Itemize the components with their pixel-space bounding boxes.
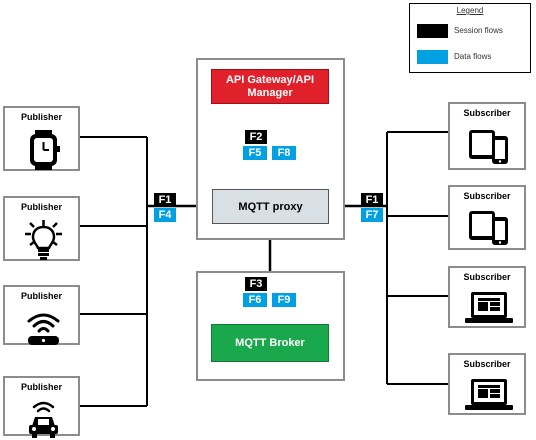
api-gateway-label: API Gateway/API Manager: [225, 73, 315, 99]
connected-car-icon: [29, 401, 58, 438]
publisher-node-4[interactable]: Publisher: [3, 376, 80, 438]
legend-session-label: Session flows: [454, 26, 503, 35]
publisher-label: Publisher: [20, 382, 62, 392]
laptop-icon: [465, 379, 513, 410]
subscriber-label: Subscriber: [463, 272, 511, 282]
subscriber-node-4[interactable]: Subscriber: [448, 353, 526, 415]
wifi-router-icon: [27, 313, 60, 345]
flow-tag-right-data: F7: [361, 208, 383, 222]
data-flow-swatch: [417, 50, 448, 64]
flow-tag-up-data-a: F5: [243, 146, 267, 160]
laptop-icon: [465, 292, 513, 323]
flow-tag-left-session: F1: [154, 193, 176, 207]
subscriber-label: Subscriber: [463, 108, 511, 118]
flow-tag-left-data: F4: [154, 208, 176, 222]
subscriber-node-2[interactable]: Subscriber: [448, 185, 526, 250]
subscriber-label: Subscriber: [463, 191, 511, 201]
devices-icon: [469, 211, 508, 245]
legend-title: Legend: [456, 6, 484, 15]
publisher-node-1[interactable]: Publisher: [3, 106, 80, 171]
api-gateway-node[interactable]: API Gateway/API Manager: [211, 69, 329, 104]
flow-tag-up-session: F2: [245, 130, 267, 144]
mqtt-broker-label: MQTT Broker: [235, 337, 305, 349]
mqtt-proxy-label: MQTT proxy: [238, 200, 303, 213]
flow-tag-down-session: F3: [245, 277, 267, 291]
publisher-label: Publisher: [20, 202, 62, 212]
devices-icon: [469, 130, 508, 164]
session-flow-swatch: [417, 24, 448, 38]
flow-tag-down-data-a: F6: [243, 293, 267, 307]
smartwatch-icon: [30, 130, 60, 170]
flow-tag-up-data-b: F8: [272, 146, 296, 160]
subscriber-node-3[interactable]: Subscriber: [448, 266, 526, 328]
publisher-node-3[interactable]: Publisher: [3, 285, 80, 345]
flow-tag-right-session: F1: [361, 193, 383, 207]
flow-tag-down-data-b: F9: [272, 293, 296, 307]
legend-box: Legend Session flows Data flows: [409, 3, 531, 73]
publisher-label: Publisher: [20, 291, 62, 301]
mqtt-broker-node[interactable]: MQTT Broker: [211, 324, 329, 362]
subscriber-node-1[interactable]: Subscriber: [448, 102, 526, 170]
publisher-node-2[interactable]: Publisher: [3, 196, 80, 261]
subscriber-label: Subscriber: [463, 359, 511, 369]
publisher-label: Publisher: [20, 112, 62, 122]
mqtt-proxy-node[interactable]: MQTT proxy: [212, 189, 329, 224]
legend-data-label: Data flows: [454, 52, 492, 61]
smart-bulb-icon: [25, 220, 62, 260]
